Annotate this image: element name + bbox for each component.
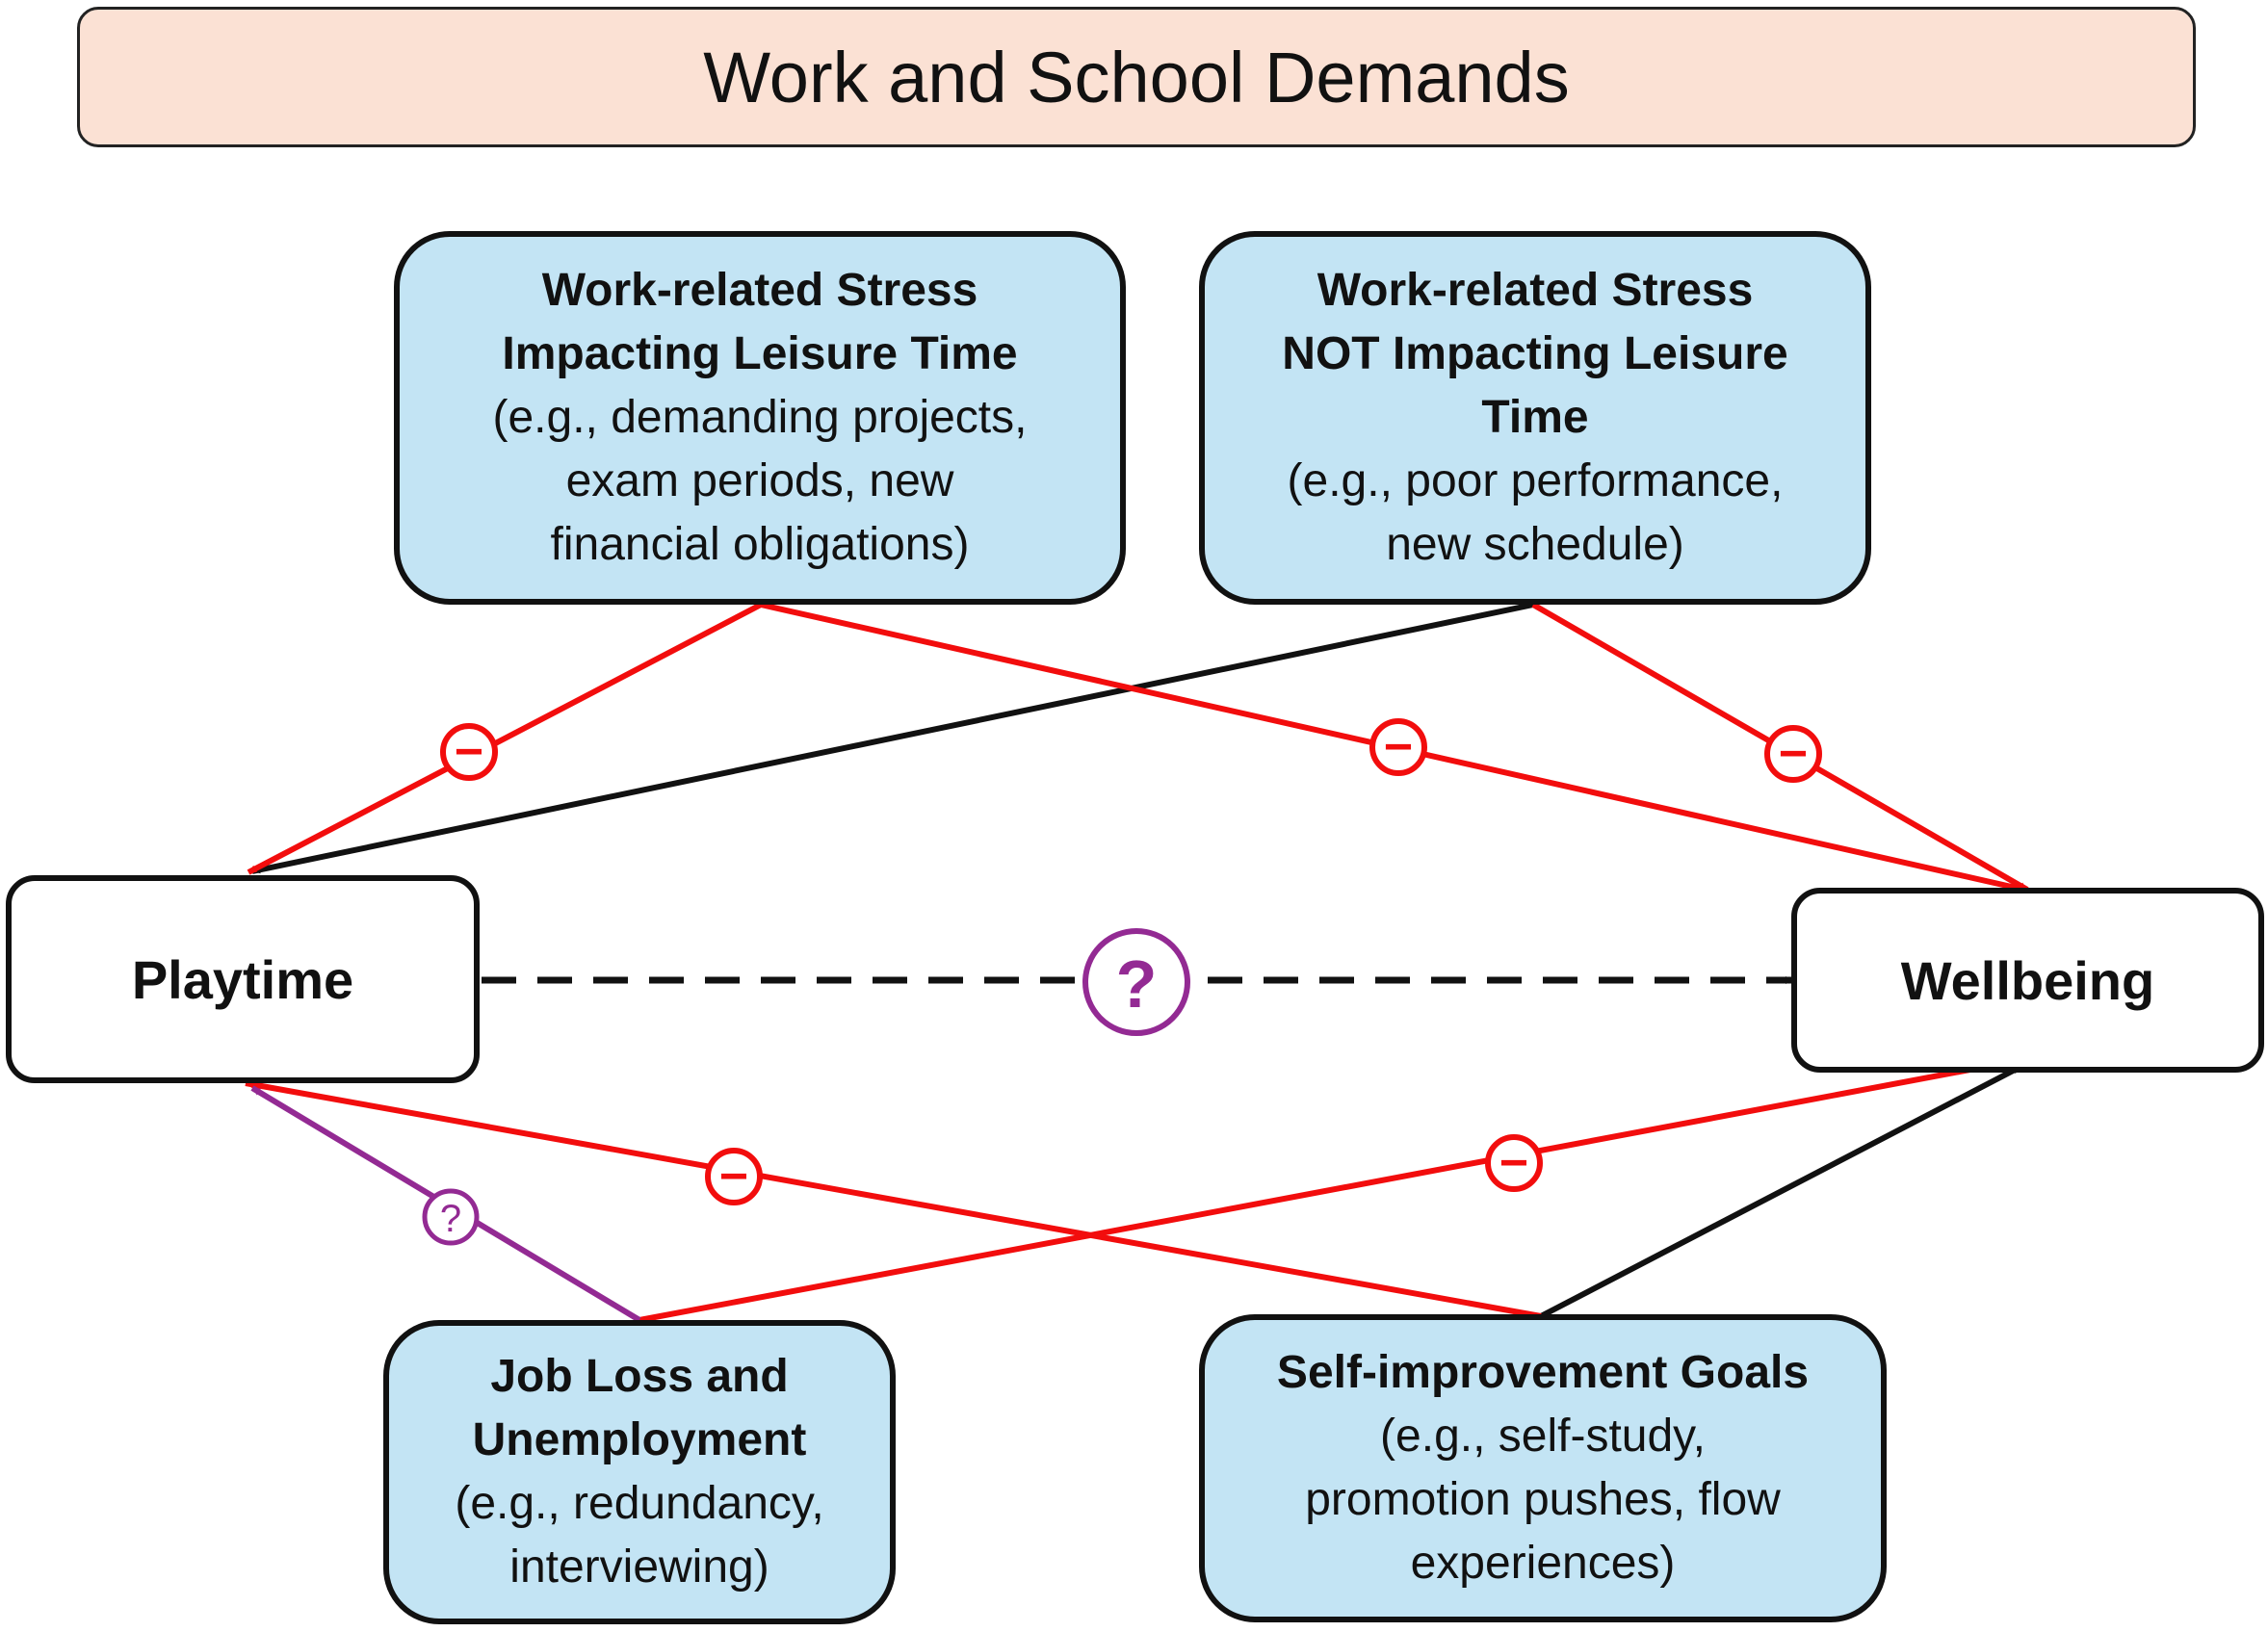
negative-marker: − [705,1148,763,1205]
factor-stress-impacting-leisure: Work-related Stress Impacting Leisure Ti… [394,231,1126,605]
negative-marker: − [1485,1134,1543,1192]
factor-title-line: Work-related Stress [541,265,978,316]
factor-example-line: interviewing) [509,1541,769,1593]
question-marker-large: ? [1082,928,1190,1036]
factor-title-line: Unemployment [472,1414,807,1465]
factor-stress-not-impacting-leisure: Work-related Stress NOT Impacting Leisur… [1199,231,1871,605]
question-marker-small: ? [422,1188,480,1246]
arrow-stress-impacting-to-playtime [247,602,763,875]
factor-title-line: Job Loss and [490,1351,789,1402]
factor-example-line: financial obligations) [550,519,970,570]
outcome-wellbeing: Wellbeing [1791,888,2264,1073]
svg-text:−: − [1779,726,1808,782]
arrow-self-improvement-to-playtime [245,1080,1542,1319]
diagram-title: Work and School Demands [77,7,2196,147]
outcome-wellbeing-label: Wellbeing [1900,949,2155,1011]
factor-example-line: (e.g., demanding projects, [492,392,1028,443]
arrow-self-improvement-to-wellbeing [1539,1064,2022,1319]
factor-example-line: (e.g., redundancy, [455,1478,824,1529]
negative-marker: − [440,723,498,781]
outcome-playtime: Playtime [6,875,480,1083]
negative-marker: − [1369,718,1427,776]
diagram-title-text: Work and School Demands [703,37,1570,117]
factor-title-line: Time [1481,392,1589,443]
factor-example-line: experiences) [1410,1538,1676,1589]
factor-title-line: Work-related Stress [1316,265,1754,316]
svg-text:?: ? [1116,946,1158,1022]
svg-text:−: − [1384,719,1413,775]
factor-self-improvement: Self-improvement Goals (e.g., self-study… [1199,1314,1887,1622]
factor-title-line: Self-improvement Goals [1276,1347,1810,1398]
svg-text:−: − [455,724,483,780]
svg-text:−: − [719,1149,748,1205]
arrow-stress-not-impacting-to-playtime [251,602,1534,874]
factor-example-line: promotion pushes, flow [1305,1474,1781,1525]
negative-marker: − [1764,725,1822,783]
factor-example-line: exam periods, new [565,455,954,506]
arrow-job-loss-to-wellbeing [639,1062,1996,1323]
factor-title-line: Impacting Leisure Time [502,328,1018,379]
factor-example-line: (e.g., poor performance, [1287,455,1784,506]
svg-text:?: ? [440,1198,461,1240]
svg-text:−: − [1499,1135,1528,1191]
outcome-playtime-label: Playtime [131,948,354,1010]
factor-example-line: new schedule) [1386,519,1684,570]
factor-example-line: (e.g., self-study, [1380,1411,1706,1462]
factor-job-loss: Job Loss and Unemployment (e.g., redunda… [383,1320,896,1624]
factor-title-line: NOT Impacting Leisure [1282,328,1788,379]
